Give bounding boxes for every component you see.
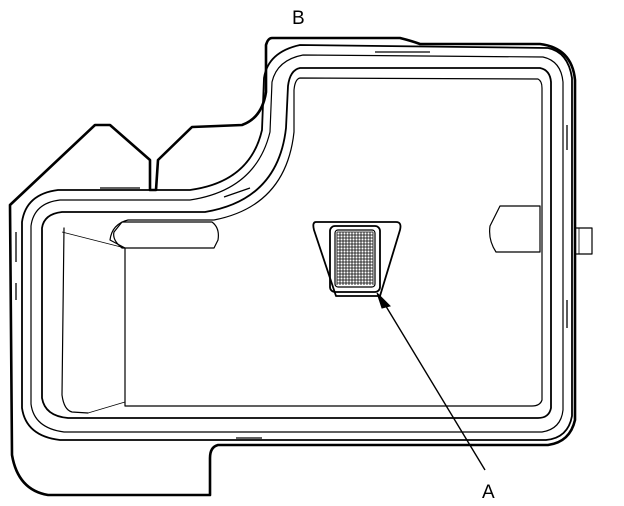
- left-pocket: [113, 221, 219, 249]
- floor-recess-edge: [87, 401, 126, 414]
- right-pocket: [489, 205, 541, 253]
- side-stub: [574, 227, 593, 255]
- pan-flange: [21, 44, 573, 441]
- label-b: B: [292, 8, 305, 29]
- pan-floor: [109, 77, 543, 407]
- strainer-mesh: [336, 231, 374, 285]
- left-recess-corner: [61, 231, 126, 249]
- leader-line-a: [383, 302, 486, 471]
- strainer-frame-inner: [334, 229, 376, 288]
- label-a: A: [482, 482, 495, 503]
- strainer-frame: [329, 225, 381, 293]
- pan-basin-rim: [41, 67, 552, 419]
- leader-arrowhead-a: [376, 292, 391, 309]
- housing-outline: [8, 36, 577, 497]
- pan-flange-inner: [30, 54, 564, 433]
- edge-tabs: [15, 51, 568, 439]
- floor-recess-wall: [61, 227, 89, 414]
